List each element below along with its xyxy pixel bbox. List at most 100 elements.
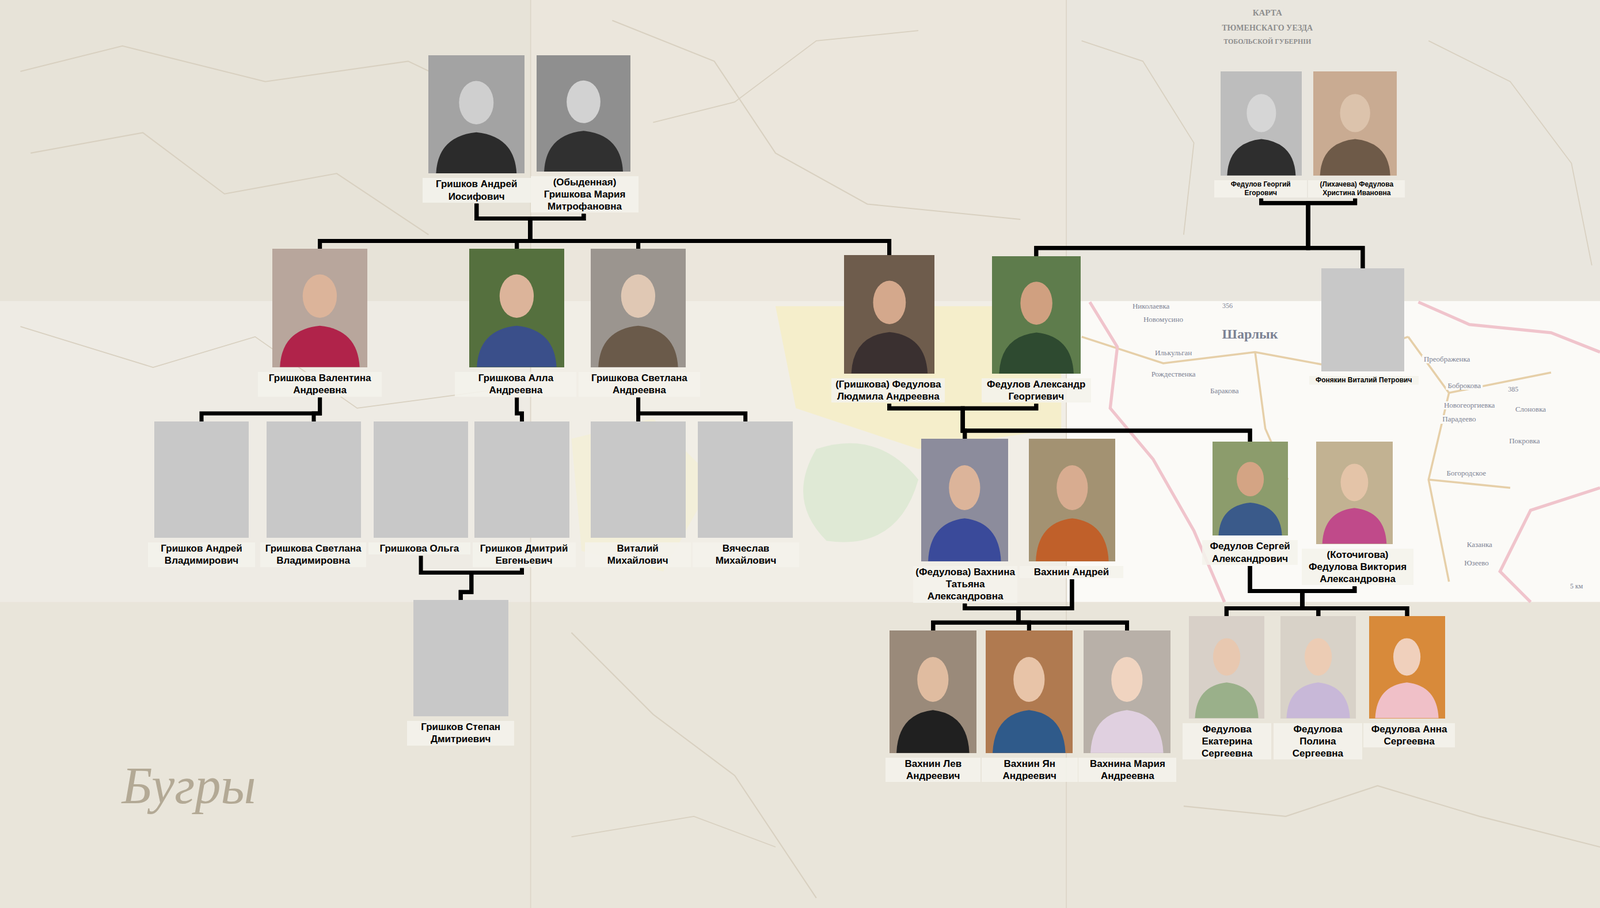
portrait-photo — [428, 55, 525, 174]
figure-body — [1218, 502, 1282, 536]
map-shape — [803, 443, 919, 543]
portrait-photo — [889, 630, 977, 754]
figure-body — [1035, 518, 1109, 561]
family-line — [530, 213, 890, 256]
person-name: Гришкова Валентина Андреевна — [257, 371, 382, 397]
figure-body — [928, 518, 1002, 561]
photo-placeholder — [1321, 268, 1405, 372]
portrait-figure — [1280, 616, 1356, 718]
portrait-photo — [1220, 71, 1303, 176]
person-card: Федулов Александр Георгиевич — [992, 256, 1081, 403]
person-name: Вахнин Андрей — [1019, 565, 1124, 579]
figure-body — [1226, 139, 1296, 176]
portrait-figure — [1220, 71, 1303, 176]
person-name: Гришков Степан Дмитриевич — [407, 720, 515, 746]
figure-body — [1286, 682, 1351, 719]
map-shape — [530, 301, 1067, 603]
photo-placeholder — [590, 421, 686, 538]
map-label: КАРТА — [1251, 8, 1284, 18]
person-name: Вахнина Мария Андреевна — [1078, 757, 1177, 783]
person-card: Фонякин Виталий Петрович — [1321, 268, 1405, 385]
figure-head — [949, 465, 981, 511]
person-card: Вячеслав Михайлович — [697, 421, 793, 568]
figure-head — [1304, 638, 1332, 676]
person-card: Федулов Георгий Егорович — [1220, 71, 1303, 198]
portrait-figure — [1212, 441, 1288, 536]
figure-head — [459, 80, 494, 124]
figure-body — [1322, 508, 1387, 545]
map-label: Покровка — [1507, 436, 1542, 446]
map-shape — [612, 20, 1021, 220]
portrait-photo — [921, 438, 1009, 562]
figure-head — [1056, 465, 1088, 511]
figure-body — [436, 131, 518, 174]
portrait-figure — [921, 438, 1009, 562]
map-label: Богородское — [1445, 469, 1489, 478]
map-label: 385 — [1506, 385, 1520, 394]
person-card: Гришкова Ольга — [373, 421, 469, 555]
figure-head — [1213, 638, 1241, 676]
person-card: (Гришкова) Федулова Людмила Андреевна — [844, 255, 936, 403]
map-label: Баракова — [1208, 386, 1241, 395]
figure-body — [1320, 139, 1391, 176]
map-shape — [0, 301, 531, 603]
map-label: Бугры — [119, 757, 258, 815]
person-card: Вахнин Андрей — [1028, 438, 1116, 579]
photo-placeholder — [154, 421, 250, 538]
figure-body — [850, 332, 927, 374]
figure-body — [598, 325, 678, 368]
figure-head — [917, 656, 949, 702]
portrait-photo — [590, 248, 686, 368]
portrait-photo — [1369, 616, 1445, 718]
person-card: (Федулова) Вахнина Татьяна Александровна — [921, 438, 1009, 603]
person-card: Вахнин Ян Андреевич — [985, 630, 1073, 782]
person-name: Федулов Георгий Егорович — [1214, 180, 1307, 198]
person-name: (Лихачева) Федулова Христина Ивановна — [1308, 180, 1405, 198]
portrait-figure — [985, 630, 1073, 754]
portrait-photo — [1188, 616, 1265, 718]
person-card: (Коточигова) Федулова Виктория Александр… — [1316, 441, 1393, 585]
figure-head — [499, 274, 534, 318]
figure-body — [897, 710, 971, 754]
person-name: Гришков Дмитрий Евгеньевич — [472, 542, 576, 568]
person-name: Гришков Андрей Иосифович — [422, 177, 531, 203]
map-label: Рождественка — [1149, 370, 1198, 379]
person-card: Гришков Андрей Владимирович — [154, 421, 250, 568]
photo-placeholder — [266, 421, 362, 538]
portrait-figure — [1028, 438, 1116, 562]
photo-placeholder — [474, 421, 570, 538]
figure-head — [1013, 656, 1045, 702]
person-name: Вахнин Ян Андреевич — [981, 757, 1078, 783]
figure-body — [998, 332, 1074, 374]
portrait-photo — [1083, 630, 1171, 754]
figure-body — [992, 710, 1066, 754]
figure-head — [1339, 93, 1370, 132]
figure-head — [1020, 281, 1053, 325]
photo-placeholder — [413, 599, 509, 717]
portrait-figure — [1083, 630, 1171, 754]
person-card: Гришкова Валентина Андреевна — [272, 248, 368, 397]
portrait-photo — [1212, 441, 1288, 536]
map-shape — [652, 30, 919, 123]
portrait-photo — [985, 630, 1073, 754]
figure-head — [621, 274, 656, 318]
portrait-photo — [1316, 441, 1393, 544]
portrait-figure — [272, 248, 368, 368]
map-shape — [20, 326, 511, 409]
figure-head — [1393, 638, 1421, 676]
person-card: Федулова Анна Сергеевна — [1369, 616, 1445, 748]
person-name: Вячеслав Михайлович — [692, 542, 799, 568]
figure-body — [544, 130, 623, 172]
person-name: Федулова Полина Сергеевна — [1273, 723, 1363, 760]
portrait-figure — [992, 256, 1081, 374]
portrait-figure — [1313, 71, 1397, 176]
map-shape — [1183, 785, 1600, 847]
person-card: Федулов Сергей Александрович — [1212, 441, 1288, 565]
figure-head — [302, 274, 337, 318]
person-name: Виталий Михайлович — [584, 542, 691, 568]
person-name: Гришкова Ольга — [368, 542, 471, 555]
map-label: Слоновка — [1513, 405, 1548, 414]
figure-body — [1090, 710, 1164, 754]
map-shape — [1428, 479, 1511, 488]
family-line — [962, 403, 1250, 442]
